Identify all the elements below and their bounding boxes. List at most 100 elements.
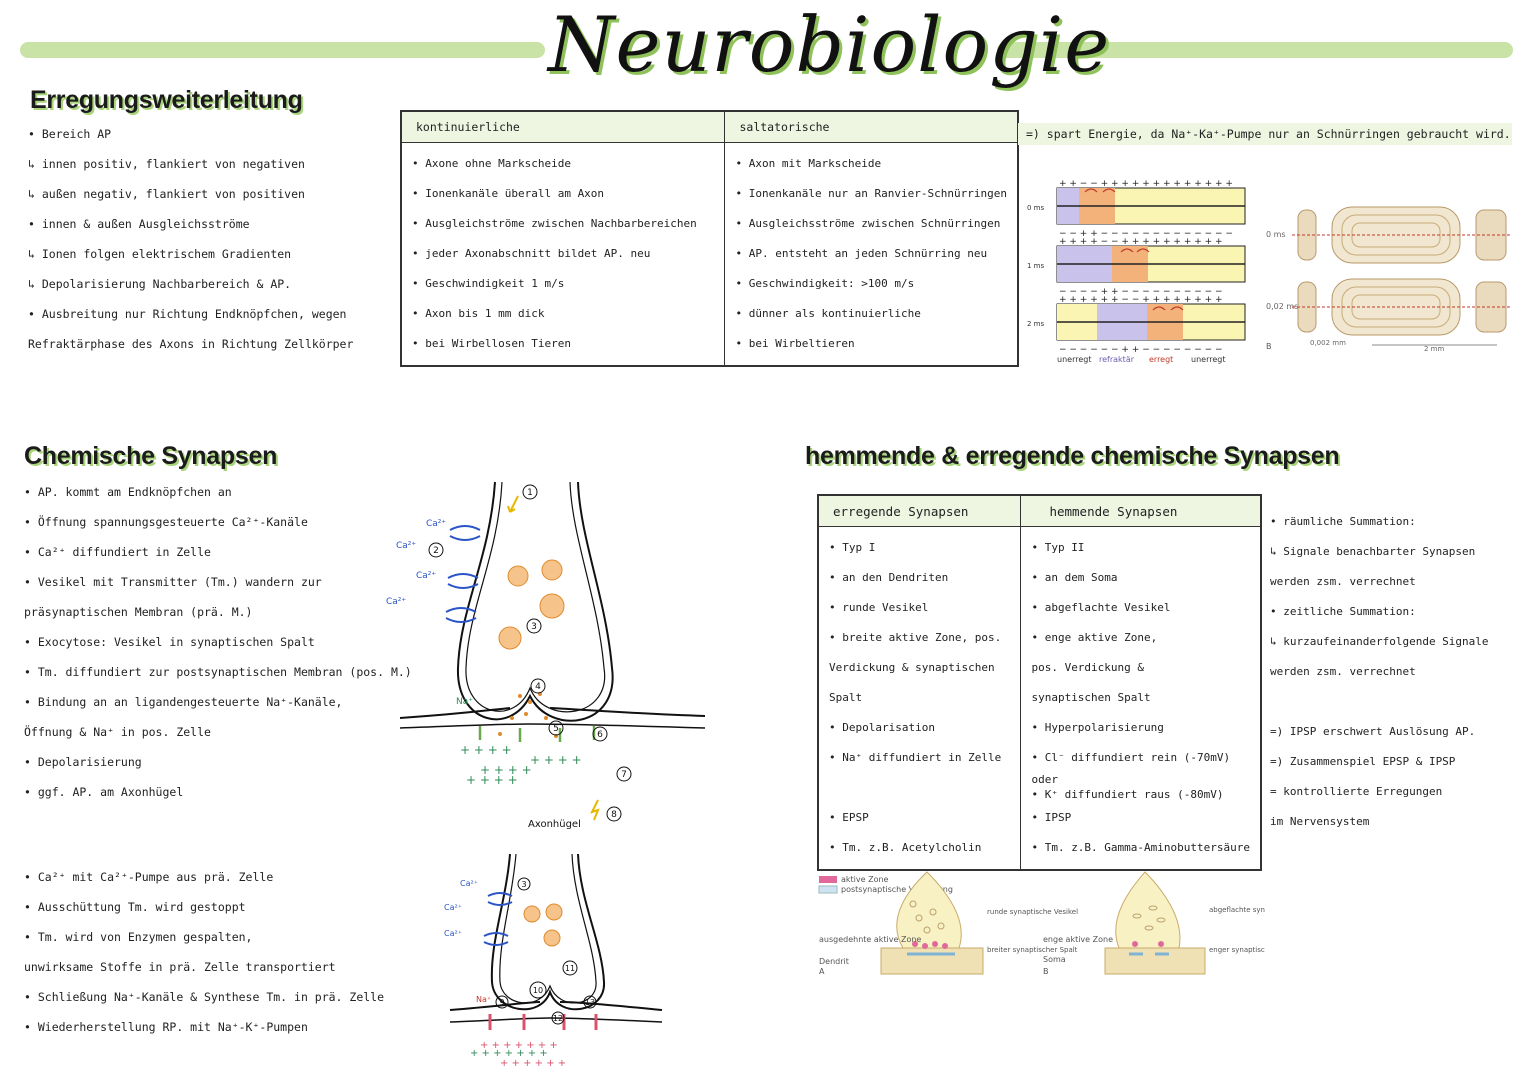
note-line: • Schließung Na⁺-Kanäle & Synthese Tm. i…	[24, 990, 385, 1004]
note-line: ↳ außen negativ, flankiert von positiven	[28, 187, 305, 201]
ion-ca-label: Ca²⁺	[444, 929, 462, 938]
ion-ca-label: Ca²⁺	[386, 597, 406, 607]
table-col-erregend: • Typ I • an den Dendriten • runde Vesik…	[817, 526, 1022, 870]
table-col-hemmend: • Typ II • an dem Soma • abgeflachte Ves…	[1020, 526, 1262, 870]
table-cell: • Typ I	[829, 541, 876, 554]
svg-text:+ + + +: + + + +	[466, 773, 518, 787]
step-number: 3	[531, 622, 537, 632]
time-label: 1 ms	[1027, 262, 1044, 270]
note-line: • Ca²⁺ mit Ca²⁺-Pumpe aus prä. Zelle	[24, 870, 274, 884]
note-line: ↳ kurzaufeinanderfolgende Signale	[1270, 635, 1489, 648]
table-cell: • Axone ohne Markscheide	[412, 157, 571, 170]
table-cell: Verdickung & synaptischen	[829, 661, 995, 674]
ion-na-label: Na⁺	[456, 697, 473, 707]
table-cell: • AP. entsteht an jeden Schnürring neu	[735, 247, 988, 260]
synapse-types-figure: aktive Zone postsynaptische Verdickung a…	[818, 871, 1265, 976]
scale-small: 0,002 mm	[1310, 339, 1346, 347]
table-cell: • Typ II	[1031, 541, 1085, 554]
note-line: präsynaptischen Membran (prä. M.)	[24, 605, 253, 619]
table-header: hemmende Synapsen	[1020, 494, 1262, 527]
note-line: = kontrollierte Erregungen	[1270, 785, 1443, 798]
energy-note: =) spart Energie, da Na⁺-Ka⁺-Pumpe nur a…	[1018, 123, 1512, 145]
table-cell: • Tm. z.B. Acetylcholin	[829, 841, 982, 854]
table-cell: • bei Wirbellosen Tieren	[412, 337, 571, 350]
note-line: Refraktärphase des Axons in Richtung Zel…	[28, 337, 354, 351]
table-cell: • enge aktive Zone,	[1031, 631, 1158, 644]
table-cell: • Depolarisation	[829, 721, 935, 734]
note-line: • Öffnung spannungsgesteuerte Ca²⁺-Kanäl…	[24, 515, 308, 529]
table-cell: • Axon bis 1 mm dick	[412, 307, 545, 320]
table-cell: • EPSP	[829, 811, 869, 824]
figure-label-b: B	[1266, 342, 1272, 351]
table-header: saltatorische	[724, 110, 1019, 143]
note-line: ↳ innen positiv, flankiert von negativen	[28, 157, 305, 171]
table-cell: oder	[1031, 773, 1058, 786]
ion-ca-label: Ca²⁺	[444, 903, 462, 912]
note-line: ↳ Ionen folgen elektrischem Gradienten	[28, 247, 292, 261]
note-line: ↳ Signale benachbarter Synapsen	[1270, 545, 1476, 558]
note-line: • Vesikel mit Transmitter (Tm.) wandern …	[24, 575, 322, 589]
ion-ca-label: Ca²⁺	[396, 541, 416, 551]
label-a: ausgedehnte aktive Zone	[819, 935, 921, 944]
note-line: • Depolarisierung	[24, 755, 142, 769]
step-number: 9	[499, 998, 504, 1007]
table-cell: synaptischen Spalt	[1031, 691, 1151, 704]
svg-text:− − − − − − + + − − − − − − −: − − − − − − + + − − − − − − − −	[1059, 345, 1223, 355]
table-cell: • Ausgleichsströme zwischen Schnürringen	[735, 217, 1001, 230]
synapse-type-b	[1104, 871, 1206, 975]
table-cell: • Hyperpolarisierung	[1031, 721, 1164, 734]
step-number: 2	[433, 546, 439, 556]
strip-0ms	[1056, 187, 1246, 225]
heading-hemmende-erregende: hemmende & erregende chemische Synapsen	[805, 442, 1340, 470]
table-header: erregende Synapsen	[817, 494, 1022, 527]
label-b: enger synaptischer Spalt	[1209, 946, 1265, 954]
table-cell: • Ionenkanäle überall am Axon	[412, 187, 605, 200]
label-b: B	[1043, 967, 1049, 976]
label-a: breiter synaptischer Spalt	[987, 946, 1078, 954]
note-line: • Tm. wird von Enzymen gespalten,	[24, 930, 253, 944]
ion-ca-label: Ca²⁺	[416, 571, 436, 581]
note-line: • innen & außen Ausgleichsströme	[28, 217, 250, 231]
time-label: 0 ms	[1266, 230, 1286, 239]
conduction-figure: + + − − + + + + + + + + + + + + + − − + …	[1027, 179, 1246, 364]
table-cell: • abgeflachte Vesikel	[1031, 601, 1171, 614]
step-number: 1	[527, 488, 533, 498]
step-number: 10	[533, 986, 543, 995]
label-a: runde synaptische Vesikel	[987, 908, 1078, 916]
weiterleitung-table: kontinuierliche saltatorische • Axone oh…	[400, 110, 1019, 367]
note-line: =) Zusammenspiel EPSP & IPSP	[1270, 755, 1456, 768]
note-line: • Wiederherstellung RP. mit Na⁺-K⁺-Pumpe…	[24, 1020, 308, 1034]
ion-na-label: Na⁺	[476, 995, 491, 1004]
legend-unerregt: unerregt	[1057, 355, 1091, 364]
note-line: • zeitliche Summation:	[1270, 605, 1416, 618]
label-b: Soma	[1043, 955, 1066, 964]
heading-erregungsweiterleitung: Erregungsweiterleitung	[30, 86, 303, 114]
table-col-saltatorisch: • Axon mit Markscheide • Ionenkanäle nur…	[724, 142, 1019, 366]
step-number: 12	[553, 1014, 563, 1023]
table-cell: • breite aktive Zone, pos.	[829, 631, 1002, 644]
chemisch-notes-2: • Ca²⁺ mit Ca²⁺-Pumpe aus prä. Zelle • A…	[24, 862, 384, 1042]
note-line: ↳ Depolarisierung Nachbarbereich & AP.	[28, 277, 292, 291]
note-line: • Bindung an an ligandengesteuerte Na⁺-K…	[24, 695, 343, 709]
svg-text:+ + + + + + − − + + + + + + +: + + + + + + − − + + + + + + + +	[1059, 295, 1223, 305]
svg-text:+ + + +: + + + +	[530, 753, 582, 767]
table-cell: • K⁺ diffundiert raus (-80mV)	[1031, 788, 1224, 801]
table-header: kontinuierliche	[400, 110, 726, 143]
note-line: • Tm. diffundiert zur postsynaptischen M…	[24, 665, 412, 679]
label-a: A	[819, 967, 825, 976]
legend-unerregt-2: unerregt	[1191, 355, 1225, 364]
table-cell: • Cl⁻ diffundiert rein (-70mV)	[1031, 751, 1231, 764]
label-b: abgeflachte synaptische Vesikel	[1209, 906, 1265, 914]
step-number: 4	[535, 682, 541, 692]
table-cell: • Geschwindigkeit: >100 m/s	[735, 277, 915, 290]
step-number: 7	[621, 770, 627, 780]
step-number: 3	[521, 880, 526, 889]
step-number: 11	[565, 964, 575, 973]
chemisch-notes-1: • AP. kommt am Endknöpfchen an • Öffnung…	[24, 477, 412, 807]
step-number: 13	[585, 998, 595, 1007]
myelin-row-2	[1292, 278, 1512, 336]
time-label: 0 ms	[1027, 204, 1044, 212]
step-number: 8	[611, 810, 617, 820]
legend-postsynaptische: postsynaptische Verdickung	[841, 885, 953, 894]
strip-1ms	[1056, 245, 1246, 283]
